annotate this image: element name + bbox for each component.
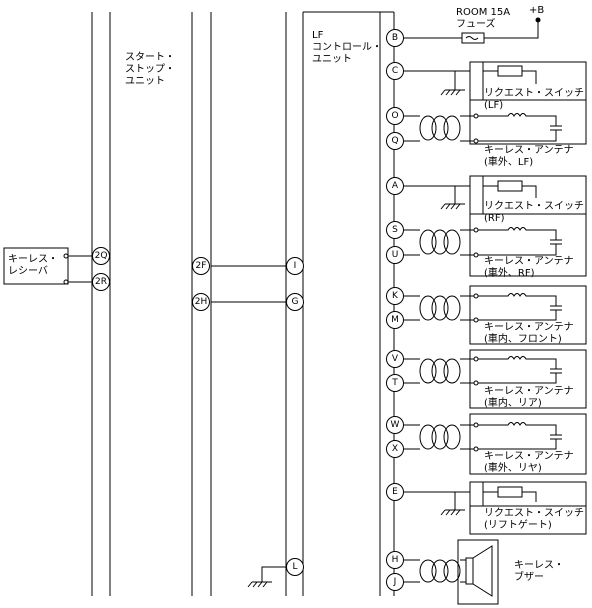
sw-lf-label-1: リクエスト・スイッチ bbox=[484, 88, 584, 99]
fuse-kind-label: フューズ bbox=[456, 19, 496, 30]
sw-lf-label-2: (LF) bbox=[484, 100, 504, 111]
lf-unit-label-3: ユニット bbox=[312, 54, 352, 65]
pin-j: J bbox=[386, 573, 404, 591]
pin-m: M bbox=[386, 311, 404, 329]
receiver-label-2: レシーバ bbox=[8, 266, 48, 277]
sw-rf-label-1: リクエスト・スイッチ bbox=[484, 201, 584, 212]
lf-unit-label-1: LF bbox=[312, 30, 324, 41]
buzzer-symbol bbox=[465, 557, 474, 585]
pin-a: A bbox=[386, 177, 404, 195]
buzzer-label-1: キーレス・ bbox=[514, 560, 564, 571]
pin-o: O bbox=[386, 107, 404, 125]
component-box-ext-rear bbox=[469, 413, 587, 475]
pin-c: C bbox=[386, 62, 404, 80]
fuse-name-label: ROOM 15A bbox=[456, 7, 511, 18]
ss-unit-label-2: ストップ・ bbox=[125, 64, 175, 75]
pin-x: X bbox=[386, 440, 404, 458]
buzzer-label-2: ブザー bbox=[514, 572, 544, 583]
plus-b-terminal bbox=[535, 17, 541, 23]
ant-int-rear-label-2: (車内、リア) bbox=[484, 398, 542, 409]
sw-rf-label-2: (RF) bbox=[484, 213, 505, 224]
ground-l-symbol bbox=[247, 581, 272, 588]
twisted-pair-h-j bbox=[404, 559, 466, 583]
pin-s: S bbox=[386, 221, 404, 239]
pin-u: U bbox=[386, 246, 404, 264]
fuse-room-15a bbox=[461, 32, 485, 44]
pin-w: W bbox=[386, 416, 404, 434]
ant-ext-rf-label-1: キーレス・アンテナ bbox=[484, 256, 574, 267]
ant-int-rear-label-1: キーレス・アンテナ bbox=[484, 386, 574, 397]
sw-liftgate-label-1: リクエスト・スイッチ bbox=[484, 508, 584, 519]
ss-unit-label-3: ユニット bbox=[125, 76, 165, 87]
pin-k: K bbox=[386, 287, 404, 305]
pin-l: L bbox=[286, 558, 304, 576]
buzzer-box bbox=[457, 539, 499, 605]
ground-l-wire bbox=[261, 566, 286, 582]
pin-q: Q bbox=[386, 132, 404, 150]
ant-ext-lf-label-2: (車外、LF) bbox=[484, 157, 534, 168]
pin-g: G bbox=[286, 293, 304, 311]
pin-2q: 2Q bbox=[92, 247, 110, 265]
lf-unit-label-2: コントロール・ bbox=[312, 42, 382, 53]
pin-e: E bbox=[386, 483, 404, 501]
pin-2f: 2F bbox=[192, 257, 210, 275]
pin-2r: 2R bbox=[92, 273, 110, 291]
twisted-pair-w-x bbox=[404, 424, 476, 450]
receiver-box bbox=[3, 247, 69, 285]
ant-ext-rear-label-2: (車外、リヤ) bbox=[484, 463, 542, 474]
ant-ext-rf-label-2: (車外、RF) bbox=[484, 268, 535, 279]
pin-t: T bbox=[386, 374, 404, 392]
receiver-label-1: キーレス・ bbox=[8, 254, 58, 265]
ss-unit-label-1: スタート・ bbox=[125, 52, 175, 63]
component-box-int-front bbox=[469, 285, 587, 345]
pin-v: V bbox=[386, 350, 404, 368]
ant-ext-rear-label-1: キーレス・アンテナ bbox=[484, 451, 574, 462]
twisted-pair-v-t bbox=[404, 358, 476, 384]
ant-ext-lf-label-1: キーレス・アンテナ bbox=[484, 145, 574, 156]
twisted-pair-s-u bbox=[404, 229, 476, 256]
twisted-pair-k-m bbox=[404, 295, 476, 321]
wire-to-plus-b bbox=[484, 20, 539, 39]
pin-i: I bbox=[286, 257, 304, 275]
ant-int-front-label-1: キーレス・アンテナ bbox=[484, 322, 574, 333]
sw-liftgate-label-2: (リフトゲート) bbox=[484, 520, 552, 531]
pin-2h: 2H bbox=[192, 293, 210, 311]
twisted-pair-o-q bbox=[404, 115, 476, 142]
component-box-int-rear bbox=[469, 349, 587, 409]
component-box-rf bbox=[469, 175, 587, 277]
pin-b: B bbox=[386, 29, 404, 47]
component-box-liftgate bbox=[469, 481, 587, 535]
pin-h: H bbox=[386, 551, 404, 569]
plus-b-label: +B bbox=[529, 5, 545, 16]
ant-int-front-label-2: (車内、フロント) bbox=[484, 334, 562, 345]
